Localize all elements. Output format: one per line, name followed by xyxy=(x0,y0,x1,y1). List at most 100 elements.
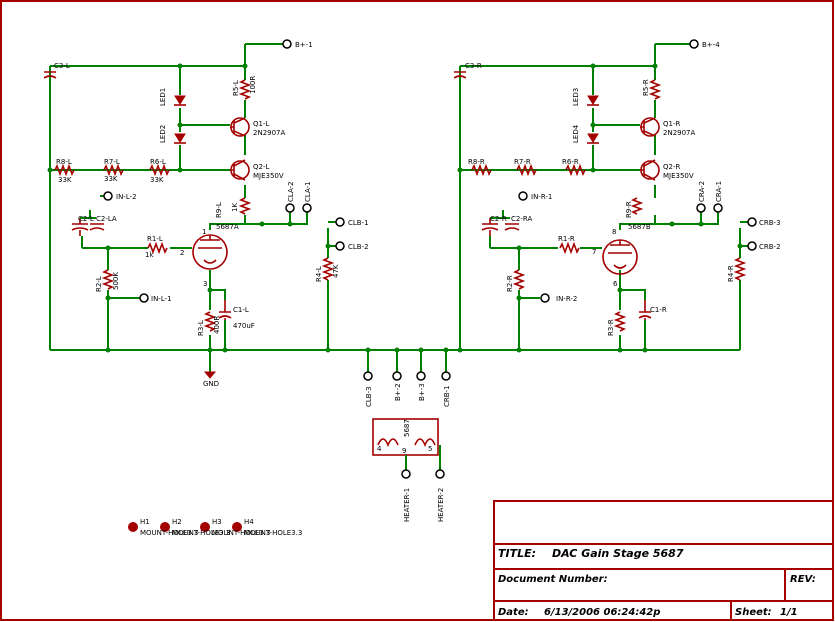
led4: LED4 xyxy=(572,124,599,144)
pad-clb-3[interactable] xyxy=(363,371,373,381)
bottom-connectors: CLB-3 B+-2 B+-3 CRB-1 xyxy=(363,347,451,407)
pad-cra-1[interactable] xyxy=(713,203,723,213)
resistor-r4-l: R4-L 47K xyxy=(315,257,340,282)
q1-r-value: 2N2907A xyxy=(663,129,696,137)
h4-type: MOUNT-HOLE3.3 xyxy=(244,529,302,537)
crb-1-label: CRB-1 xyxy=(443,385,451,407)
r8-r-label: R8-R xyxy=(468,158,485,166)
resistor-r9-l: R9-L 1K xyxy=(215,197,252,218)
pad-in-r-2[interactable] xyxy=(540,293,550,303)
pad-crb-2[interactable] xyxy=(747,241,757,251)
r6-l-label: R6-L xyxy=(150,158,166,166)
tube-5687a-label: 5687A xyxy=(216,223,239,231)
capacitor-c3-l: C3-L xyxy=(43,62,70,79)
resistor-r3-r: R3-R xyxy=(607,311,627,336)
in-r-2-label: IN-R-2 xyxy=(556,295,577,303)
c1-l-label: C1-L xyxy=(233,306,249,314)
capacitor-c1-l: C1-L 470uF xyxy=(218,300,255,330)
q2-r-value: MJE350V xyxy=(663,172,694,180)
h2-label: H2 xyxy=(172,518,182,526)
r2-r-label: R2-R xyxy=(506,275,514,292)
tube-pin7: 7 xyxy=(592,248,596,256)
pad-crb-1[interactable] xyxy=(441,371,451,381)
r9-l-value: 1K xyxy=(231,203,239,212)
r7-r-label: R7-R xyxy=(514,158,531,166)
c3-r-label: C3-R xyxy=(465,62,482,70)
c2-la-label: C2-LA xyxy=(96,215,117,223)
pad-bplus-2[interactable] xyxy=(392,371,402,381)
cla-1-label: CLA-1 xyxy=(304,181,312,202)
q1-r-label: Q1-R xyxy=(663,120,680,128)
in-r-1-label: IN-R-1 xyxy=(531,193,552,201)
pad-bplus-1[interactable] xyxy=(282,39,292,49)
resistor-r1-r: R1-R xyxy=(558,235,580,255)
pad-bplus-3[interactable] xyxy=(416,371,426,381)
pad-in-l-1[interactable] xyxy=(139,293,149,303)
r9-r-label: R9-R xyxy=(625,201,633,218)
led3-label: LED3 xyxy=(572,88,580,106)
bplus-1-label: B+-1 xyxy=(295,41,313,49)
in-l-2-label: IN-L-2 xyxy=(116,193,137,201)
mount-hole-h4 xyxy=(232,522,242,532)
pad-clb-2[interactable] xyxy=(335,241,345,251)
r1-l-value: 1k xyxy=(145,251,154,259)
led1-label: LED1 xyxy=(159,88,167,106)
bplus-4-label: B+-4 xyxy=(702,41,720,49)
resistor-r8-l: R8-L 33K xyxy=(54,158,75,184)
r3-l-label: R3-L xyxy=(197,320,205,336)
pad-heater-1[interactable] xyxy=(401,469,411,479)
transistor-q1-r: Q1-R 2N2907A xyxy=(640,117,696,137)
resistor-r6-r: R6-R xyxy=(562,158,586,177)
tube-pin1: 1 xyxy=(202,228,206,236)
sheet-label: Sheet: xyxy=(735,607,772,618)
r5-r-label: R5-R xyxy=(642,79,650,96)
resistor-r5-r: R5-R xyxy=(642,79,662,100)
bplus-2-label: B+-2 xyxy=(394,383,402,401)
docnum-label: Document Number: xyxy=(498,574,608,585)
led1: LED1 xyxy=(159,88,186,106)
tube-5687b: 5687B 8 7 6 xyxy=(592,223,651,288)
h2-type: MOUNT-HOLE3.3 xyxy=(172,529,230,537)
pad-bplus-4[interactable] xyxy=(689,39,699,49)
mount-hole-h2 xyxy=(160,522,170,532)
pad-heater-2[interactable] xyxy=(435,469,445,479)
c2-l-label: C2-L xyxy=(78,215,94,223)
pad-cla-1[interactable] xyxy=(302,203,312,213)
c1-l-value: 470uF xyxy=(233,322,255,330)
pad-clb-1[interactable] xyxy=(335,217,345,227)
capacitor-c2-r: C2-R C2-RA xyxy=(481,215,532,236)
title-block: TITLE: DAC Gain Stage 5687 Document Numb… xyxy=(493,500,834,621)
left-channel: C3-L LED1 LED2 R5-L 100R Q1-L 2N2907A xyxy=(43,39,460,388)
r4-l-label: R4-L xyxy=(315,266,323,282)
r5-l-value: 100R xyxy=(249,76,257,94)
heater-5687: 5687 4 9 5 HEATER-1 HEATER-2 xyxy=(372,418,445,522)
resistor-r4-r: R4-R xyxy=(727,257,747,282)
pad-crb-3[interactable] xyxy=(747,217,757,227)
resistor-r7-r: R7-R xyxy=(514,158,537,177)
resistor-r8-r: R8-R xyxy=(468,158,492,177)
resistor-r3-l: R3-L 400R xyxy=(197,311,221,336)
date-label: Date: xyxy=(498,607,529,618)
pad-in-r-1[interactable] xyxy=(518,191,528,201)
r3-r-label: R3-R xyxy=(607,319,615,336)
mount-holes: H1 H2 H3 H4 MOUNT-HOLE3.3 MOUNT-HOLE3.3 … xyxy=(128,518,302,537)
heater-1-label: HEATER-1 xyxy=(403,488,411,522)
pad-cla-2[interactable] xyxy=(285,203,295,213)
clb-1-label: CLB-1 xyxy=(348,219,369,227)
pad-in-l-2[interactable] xyxy=(103,191,113,201)
tube-pin3: 3 xyxy=(203,280,207,288)
h4-label: H4 xyxy=(244,518,254,526)
led2: LED2 xyxy=(159,125,186,144)
r4-l-value: 47K xyxy=(332,264,340,278)
mount-hole-h3 xyxy=(200,522,210,532)
h3-label: H3 xyxy=(212,518,222,526)
clb-3-label: CLB-3 xyxy=(365,386,373,407)
q1-l-label: Q1-L xyxy=(253,120,269,128)
tube-pin2: 2 xyxy=(180,249,184,257)
resistor-r5-l: R5-L 100R xyxy=(232,76,257,100)
q1-l-value: 2N2907A xyxy=(253,129,286,137)
title-label: TITLE: xyxy=(498,547,536,560)
pad-cra-2[interactable] xyxy=(696,203,706,213)
q2-l-value: MJE350V xyxy=(253,172,284,180)
